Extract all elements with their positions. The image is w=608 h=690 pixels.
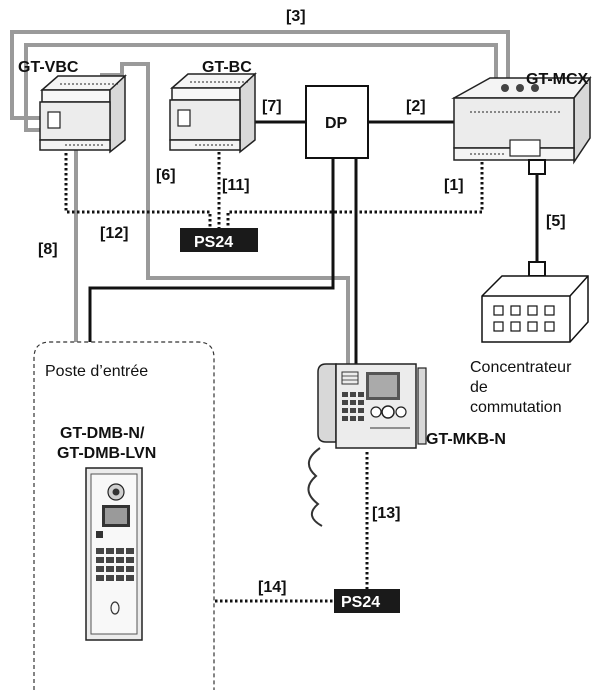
dp-box — [305, 85, 369, 159]
entry-station-title: Poste d’entrée — [45, 363, 148, 380]
cable-dp-to-entry — [88, 158, 335, 342]
device-label-gt-mkb-n: GT-MKB-N — [426, 431, 506, 448]
gt-vbc-unit — [39, 74, 127, 154]
device-label-gt-vbc: GT-VBC — [18, 59, 79, 76]
master-station-icon — [307, 363, 427, 527]
switching-hub-line-3: commutation — [470, 399, 562, 416]
ps24-top-box — [180, 228, 258, 252]
switching-hub-icon — [481, 261, 589, 343]
cable-label-11: [11] — [222, 177, 250, 194]
cable-label-8: [8] — [38, 241, 58, 258]
entry-station-region — [33, 341, 215, 690]
entry-panel-icon — [85, 467, 143, 641]
ps24-bottom-label: PS24 — [341, 594, 380, 611]
cable-6 — [100, 62, 350, 366]
device-label-gt-mcx: GT-MCX — [526, 71, 589, 88]
cable-label-7: [7] — [262, 98, 282, 115]
cable-3 — [10, 30, 510, 120]
gt-mcx-unit — [451, 75, 592, 165]
cable-label-6: [6] — [156, 167, 176, 184]
cable-label-3: [3] — [286, 8, 306, 25]
switching-hub-line-2: de — [470, 379, 488, 396]
lan-plug-top — [528, 159, 546, 175]
cable-label-5: [5] — [546, 213, 566, 230]
cable-label-1: [1] — [444, 177, 464, 194]
cable-label-12: [12] — [100, 225, 128, 242]
cable-label-2: [2] — [406, 98, 426, 115]
cable-3-inner — [24, 43, 498, 132]
cable-1 — [226, 152, 484, 228]
entry-model-line-1: GT-DMB-N/ — [60, 425, 145, 442]
ps24-top-label: PS24 — [194, 234, 233, 251]
device-label-gt-bc: GT-BC — [202, 59, 252, 76]
gt-bc-unit — [169, 72, 257, 154]
switching-hub-line-1: Concentrateur — [470, 359, 572, 376]
cable-label-14: [14] — [258, 579, 286, 596]
device-label-dp: DP — [325, 115, 348, 132]
ps24-bottom-box — [334, 589, 400, 613]
cable-12 — [64, 148, 212, 228]
entry-model-line-2: GT-DMB-LVN — [57, 445, 156, 462]
cable-label-13: [13] — [372, 505, 400, 522]
